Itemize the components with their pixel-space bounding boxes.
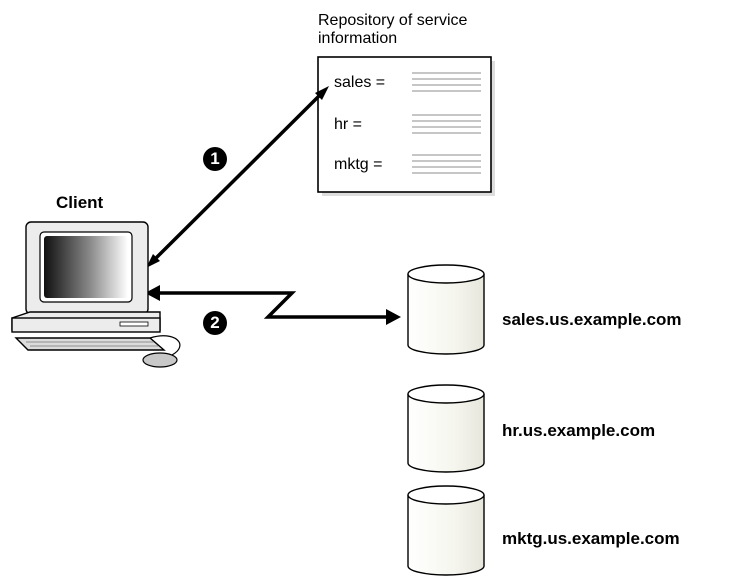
database-label-mktg: mktg.us.example.com <box>502 529 680 548</box>
database-cylinder-mktg <box>407 485 485 576</box>
placeholder-lines-hr <box>412 114 481 134</box>
database-cylinder-sales <box>407 264 485 355</box>
placeholder-lines-mktg <box>412 154 481 174</box>
arrow-client-repository <box>146 86 329 268</box>
repository-title-line-1: Repository of service <box>318 12 468 29</box>
client-label: Client <box>56 193 104 212</box>
repository-document <box>317 56 495 196</box>
repository-entry-hr: hr = <box>334 116 363 133</box>
database-label-hr: hr.us.example.com <box>502 421 656 440</box>
step-2-marker: 2 <box>203 311 227 335</box>
repository-title-line-2: information <box>318 30 398 47</box>
repository-entry-mktg: mktg = <box>334 156 383 173</box>
repository-title: Repository of service information <box>318 12 467 48</box>
placeholder-lines-sales <box>412 72 481 92</box>
repository-entry-sales: sales = <box>334 74 386 91</box>
database-label-sales: sales.us.example.com <box>502 310 682 329</box>
step-1-marker: 1 <box>203 147 227 171</box>
arrow-client-sales-db <box>145 285 401 325</box>
database-cylinder-hr <box>407 384 485 473</box>
client-computer-icon <box>11 221 181 368</box>
